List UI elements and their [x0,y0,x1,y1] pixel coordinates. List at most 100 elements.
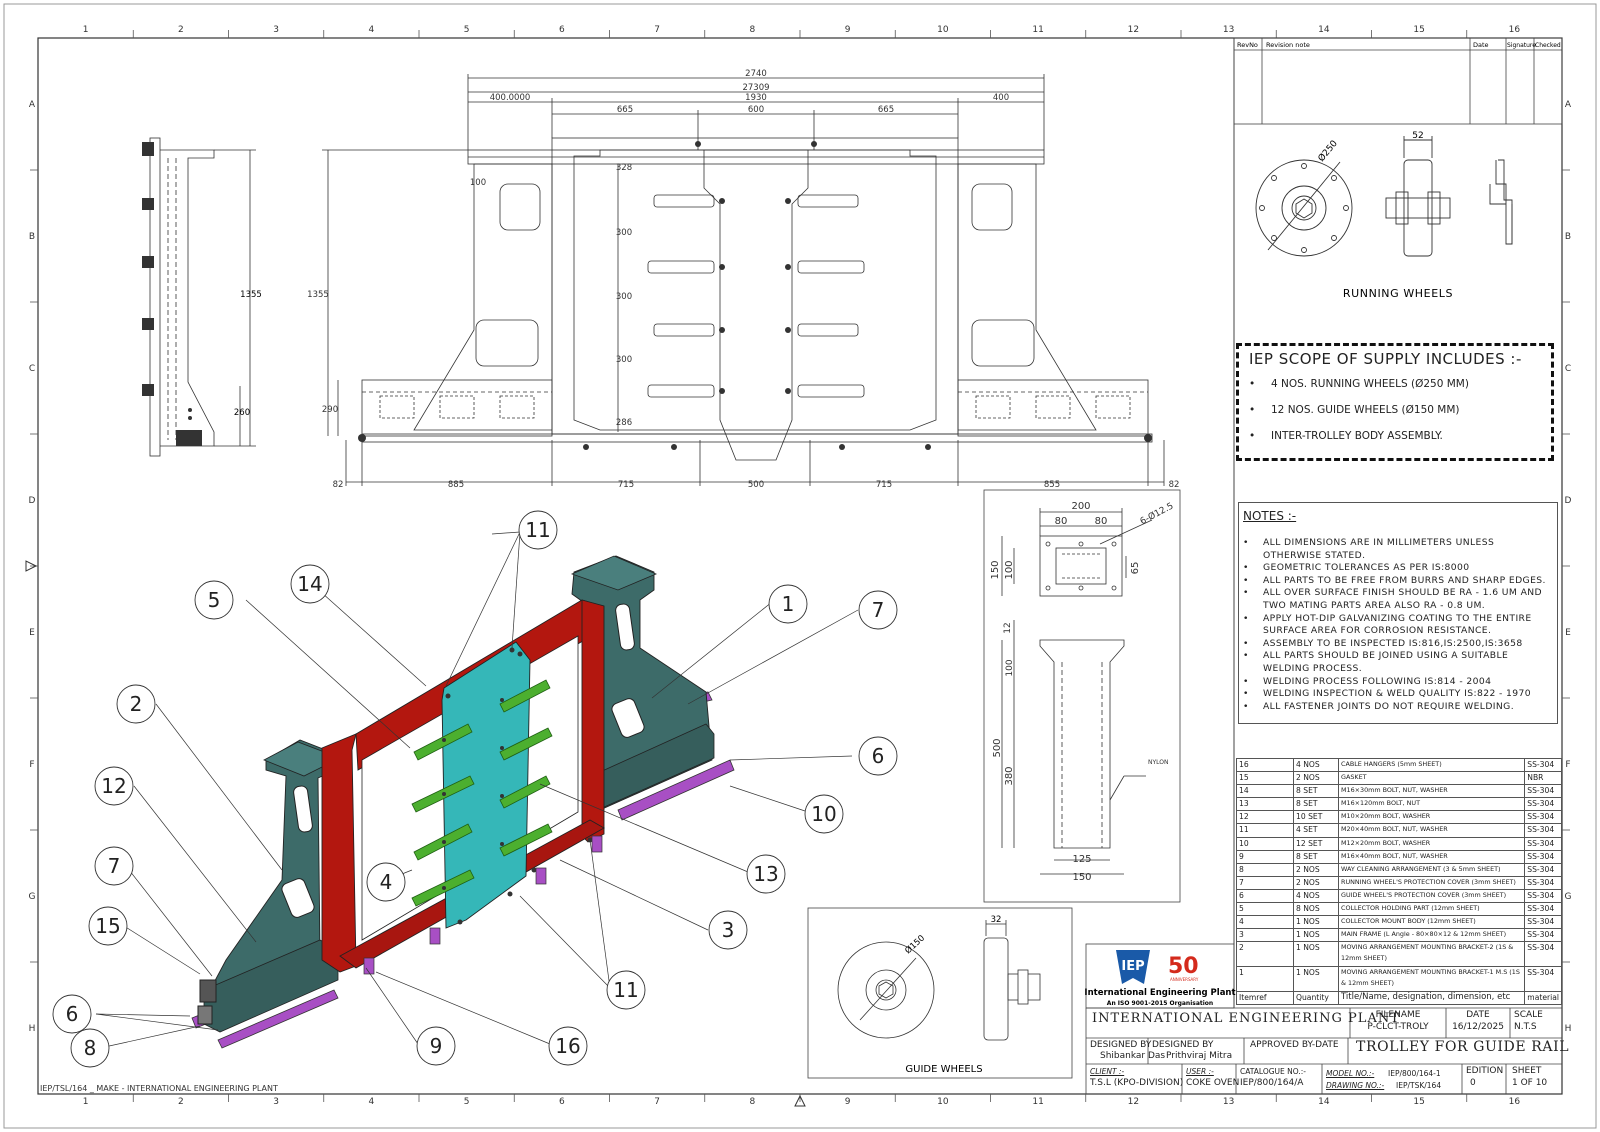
column-label: 7 [654,1097,660,1107]
item-balloon: 15 [88,906,128,946]
svg-text:80: 80 [1095,516,1108,527]
scope-item: 12 NOS. GUIDE WHEELS (Ø150 MM) [1249,404,1469,416]
row-label: G [1565,892,1572,902]
bom-cell-mat: SS-304 [1524,902,1562,917]
bom-cell-qty: 8 SET [1293,797,1339,812]
tb-catalogue-label: CATALOGUE NO.:- [1240,1067,1306,1076]
bom-cell-desc: MOVING ARRANGEMENT MOUNTING BRACKET-2 (1… [1337,941,1526,968]
svg-text:400.0000: 400.0000 [490,93,531,103]
bom-cell-qty: 4 SET [1293,823,1339,838]
bom-cell-qty: 8 SET [1293,849,1339,864]
row-label: H [29,1024,36,1034]
bom-cell-mat: SS-304 [1524,810,1562,825]
row-label: C [29,364,35,374]
svg-text:715: 715 [618,480,634,490]
balloon-number: 15 [95,914,120,938]
balloon-number: 8 [84,1036,97,1060]
row-label: H [1565,1024,1572,1034]
guide-wheels-label: GUIDE WHEELS [905,1064,982,1075]
column-label: 6 [559,1097,565,1107]
column-label: 8 [750,1097,756,1107]
note-item: ALL PARTS TO BE FREE FROM BURRS AND SHAR… [1243,575,1551,588]
rev-header-signature: Signature [1507,42,1536,49]
bom-header-desc: Title/Name, designation, dimension, etc [1337,991,1526,1006]
item-balloon: 13 [746,854,786,894]
svg-text:290: 290 [322,405,338,415]
tb-scale: N.T.S [1514,1022,1537,1032]
tb-drawing-label: DRAWING NO.:- [1326,1081,1385,1090]
row-label: F [29,760,34,770]
logo-anniv-number: 50 [1168,954,1199,979]
tb-designed-by: Shibankar Das [1100,1051,1166,1061]
running-wheels-view [1255,136,1513,257]
item-balloon: 12 [94,766,134,806]
column-label: 6 [559,25,565,35]
item-balloon: 11 [518,510,558,550]
svg-text:665: 665 [878,105,894,115]
svg-text:715: 715 [876,480,892,490]
svg-text:1355: 1355 [307,290,329,300]
column-label: 13 [1223,25,1234,35]
bom-cell-desc: CABLE HANGERS (5mm SHEET) [1337,757,1526,773]
bom-cell-item: 13 [1236,797,1294,812]
bom-cell-desc: M16×30mm BOLT, NUT, WASHER [1337,784,1526,799]
bom-cell-desc: M10×20mm BOLT, WASHER [1337,810,1526,825]
notes-list: ALL DIMENSIONS ARE IN MILLIMETERS UNLESS… [1243,537,1551,713]
row-label: E [29,628,35,638]
bom-cell-mat: NBR [1524,771,1562,786]
balloon-number: 13 [753,862,778,886]
column-label: 2 [178,25,184,35]
tb-designed-by2: Prithviraj Mitra [1166,1051,1233,1061]
balloon-number: 11 [525,518,550,542]
balloon-number: 6 [872,744,885,768]
column-label: 4 [369,25,375,35]
column-label: 10 [937,1097,949,1107]
svg-text:100: 100 [1004,560,1015,579]
note-item: WELDING INSPECTION & WELD QUALITY IS:822… [1243,688,1551,701]
svg-text:855: 855 [1044,480,1060,490]
svg-text:400: 400 [993,93,1009,103]
notes-panel: NOTES :- ALL DIMENSIONS ARE IN MILLIMETE… [1238,502,1558,724]
tb-approved-label: APPROVED BY-DATE [1250,1040,1339,1050]
balloon-number: 6 [66,1002,79,1026]
svg-text:500: 500 [748,480,764,490]
balloon-number: 3 [722,918,735,942]
bom-cell-mat: SS-304 [1524,915,1562,930]
bom-cell-desc: M12×20mm BOLT, WASHER [1337,836,1526,851]
item-balloon: 10 [804,794,844,834]
column-label: 3 [273,1097,279,1107]
bom-cell-mat: SS-304 [1524,823,1562,838]
note-item: ALL FASTENER JOINTS DO NOT REQUIRE WELDI… [1243,701,1551,714]
bom-cell-qty: 2 NOS [1293,862,1339,877]
tb-filename-label: FILENAME [1375,1010,1421,1020]
bom-cell-mat: SS-304 [1524,928,1562,943]
balloon-number: 12 [101,774,126,798]
column-label: 2 [178,1097,184,1107]
row-label: A [1565,100,1572,110]
column-label: 3 [273,25,279,35]
svg-text:500: 500 [992,738,1003,757]
tb-user-label: USER :- [1186,1067,1214,1076]
running-wheels-label: RUNNING WHEELS [1343,287,1453,300]
svg-text:100: 100 [470,178,486,188]
scope-of-supply: IEP SCOPE OF SUPPLY INCLUDES :- 4 NOS. R… [1236,343,1554,461]
rev-header-checked: Checked [1535,42,1561,49]
company-logo: IEP 50 ANNIVERSARY International Enginee… [1084,950,1236,1007]
bom-cell-desc: GASKET [1337,771,1526,786]
svg-text:300: 300 [616,355,632,365]
svg-text:27309: 27309 [742,83,769,93]
footer-left-text: IEP/TSL/164 _ MAKE - INTERNATIONAL ENGIN… [40,1084,278,1093]
bom-cell-item: 8 [1236,862,1294,877]
notes-title: NOTES :- [1243,509,1297,523]
column-label: 10 [937,25,949,35]
bom-cell-qty: 2 NOS [1293,771,1339,786]
bom-cell-desc: GUIDE WHEEL'S PROTECTION COVER (3mm SHEE… [1337,888,1526,904]
bom-cell-qty: 8 NOS [1293,902,1339,917]
tb-company-name: INTERNATIONAL ENGINEERING PLANT [1092,1011,1400,1026]
